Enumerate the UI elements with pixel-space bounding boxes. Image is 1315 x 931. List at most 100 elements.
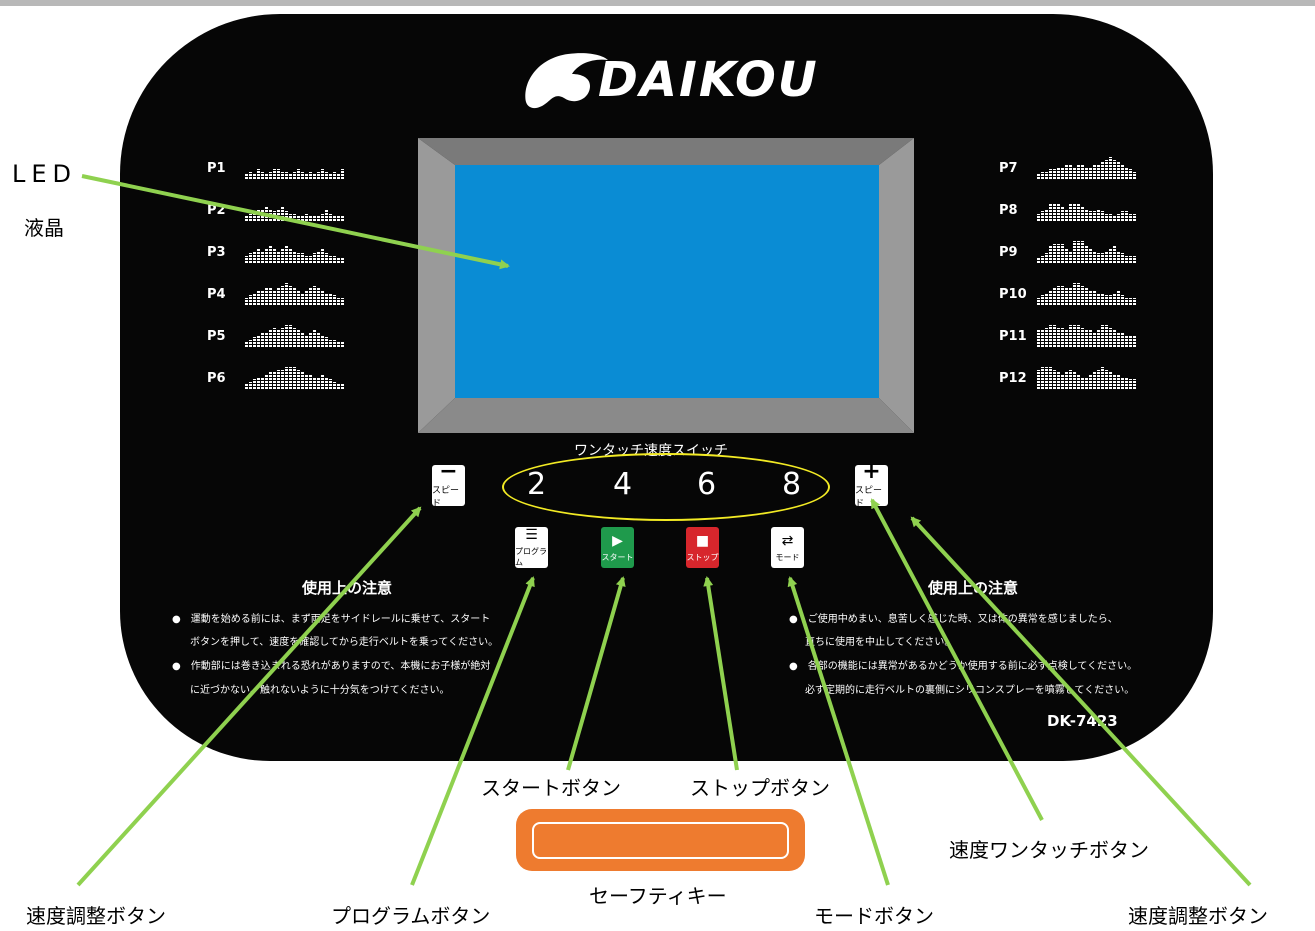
program-profile-bar	[249, 171, 252, 179]
program-profile-bar	[1105, 369, 1108, 389]
program-label: P4	[207, 286, 226, 302]
one-touch-highlight-oval	[502, 453, 830, 521]
callout-speed-right: 速度調整ボタン	[1128, 904, 1268, 928]
swap-arrows-icon: ⇄	[781, 532, 794, 549]
program-profile-bar	[297, 216, 300, 221]
program-profile-bars	[1037, 157, 1136, 179]
program-profile-bar	[313, 216, 316, 221]
program-profile-bar	[293, 327, 296, 347]
program-profile-bar	[305, 213, 308, 221]
program-profile-bar	[1105, 325, 1108, 347]
callout-mode: モードボタン	[814, 904, 934, 928]
program-profile-bar	[257, 377, 260, 389]
program-profile-bar	[285, 283, 288, 305]
program-profile-bar	[321, 213, 324, 221]
program-profile-bar	[1065, 248, 1068, 263]
program-profile-bar	[1049, 169, 1052, 179]
program-profile-bar	[309, 216, 312, 221]
program-label: P11	[999, 328, 1027, 344]
program-profile-bar	[1105, 159, 1108, 179]
program-profile-p6: P6	[207, 367, 344, 389]
program-profile-bar	[261, 171, 264, 179]
program-profile-bar	[269, 246, 272, 263]
stop-button[interactable]: ■ ストップ	[686, 527, 719, 568]
play-icon: ▶	[612, 532, 623, 549]
program-profile-bar	[253, 174, 256, 179]
program-profile-bar	[1121, 332, 1124, 347]
program-profile-bar	[1073, 283, 1076, 305]
program-profile-bar	[1049, 290, 1052, 305]
list-icon: ☰	[525, 527, 538, 543]
program-profile-bar	[1129, 335, 1132, 347]
program-profile-bar	[1117, 162, 1120, 179]
program-profile-bar	[297, 169, 300, 179]
program-button[interactable]: ☰ プログラム	[515, 527, 548, 568]
program-profile-bar	[309, 255, 312, 263]
program-profile-bar	[1081, 285, 1084, 305]
safety-key-slot[interactable]	[516, 809, 805, 871]
program-profile-bar	[1101, 367, 1104, 389]
program-profile-bar	[337, 174, 340, 179]
program-profile-bar	[1057, 372, 1060, 389]
program-profile-p10: P10	[999, 283, 1136, 305]
program-profile-bar	[1085, 246, 1088, 263]
program-profile-bar	[297, 330, 300, 347]
program-profile-bar	[293, 367, 296, 389]
program-profile-bar	[1053, 243, 1056, 263]
speed-down-button[interactable]: − スピード	[432, 460, 465, 509]
program-profile-bar	[273, 248, 276, 263]
program-profile-bar	[1069, 369, 1072, 389]
program-profile-bar	[1065, 330, 1068, 347]
program-profile-bar	[1129, 379, 1132, 389]
program-profile-bar	[1069, 251, 1072, 263]
program-profile-bar	[1117, 251, 1120, 263]
notes-right-line: 必ず定期的に走行ベルトの裏側にシリコンスプレーを噴霧してください。	[805, 685, 1135, 696]
program-profile-bar	[257, 290, 260, 305]
program-profile-bar	[1081, 206, 1084, 221]
program-profile-bar	[1041, 367, 1044, 389]
program-profile-bars	[1037, 367, 1136, 389]
program-profile-bar	[321, 290, 324, 305]
program-profile-bar	[269, 372, 272, 389]
program-profile-bar	[313, 377, 316, 389]
program-profile-bar	[1057, 167, 1060, 179]
program-profile-bar	[1117, 374, 1120, 389]
program-profile-bar	[249, 339, 252, 347]
speed-up-button[interactable]: + スピード	[855, 458, 888, 509]
program-profile-bar	[277, 169, 280, 179]
program-profile-bars	[245, 283, 344, 305]
program-profile-bar	[265, 174, 268, 179]
program-profile-bar	[1093, 251, 1096, 263]
program-profile-bar	[1045, 253, 1048, 263]
program-profile-bar	[1045, 209, 1048, 221]
start-button[interactable]: ▶ スタート	[601, 527, 634, 568]
program-profile-bar	[1069, 325, 1072, 347]
program-profile-bar	[1129, 213, 1132, 221]
program-profile-bar	[1121, 211, 1124, 221]
program-profile-bar	[1097, 209, 1100, 221]
program-profile-bar	[285, 171, 288, 179]
program-profile-p11: P11	[999, 325, 1136, 347]
program-profile-bar	[313, 174, 316, 179]
program-profile-bar	[333, 216, 336, 221]
program-profile-bar	[1109, 248, 1112, 263]
mode-button[interactable]: ⇄ モード	[771, 527, 804, 568]
program-profile-bars	[1037, 325, 1136, 347]
program-profile-bar	[285, 246, 288, 263]
program-profile-bar	[1077, 325, 1080, 347]
program-profile-bars	[1037, 199, 1136, 221]
program-label: P7	[999, 160, 1018, 176]
plus-icon: +	[862, 458, 881, 484]
callout-program: プログラムボタン	[331, 904, 491, 928]
program-profile-bar	[245, 216, 248, 221]
program-profile-bar	[281, 248, 284, 263]
speed-down-label: スピード	[432, 485, 460, 509]
program-profile-bar	[1053, 369, 1056, 389]
top-border	[0, 0, 1315, 6]
program-profile-bar	[1069, 204, 1072, 221]
program-profile-bar	[269, 330, 272, 347]
program-profile-bars	[1037, 283, 1136, 305]
program-label: P3	[207, 244, 226, 260]
program-profile-bar	[1109, 295, 1112, 305]
program-profile-bar	[273, 327, 276, 347]
